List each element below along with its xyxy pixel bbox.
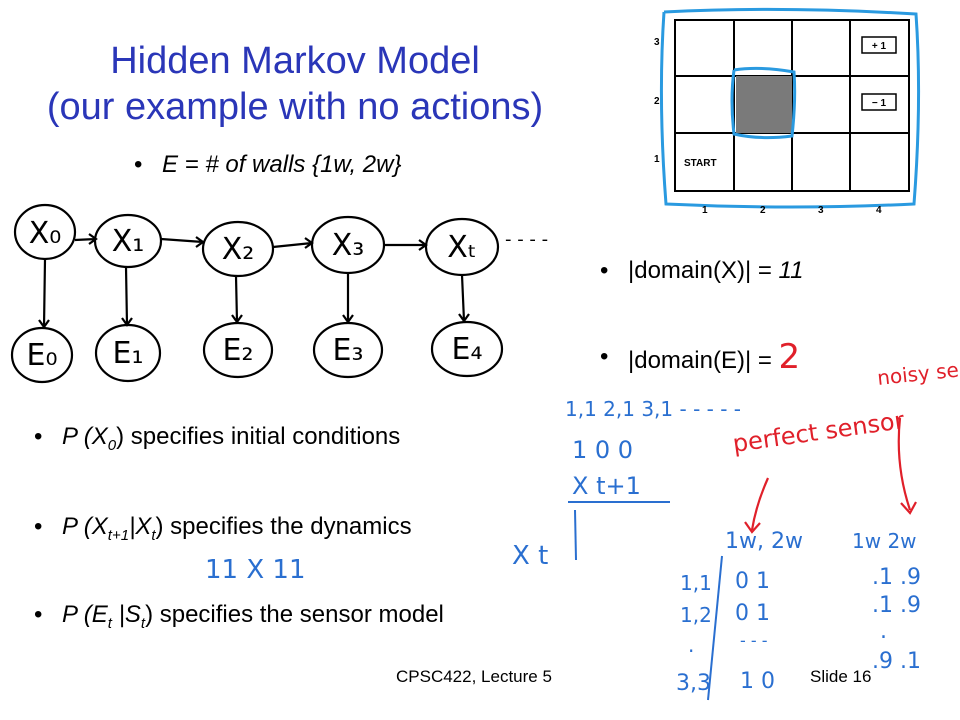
state-label-x1: X₁ bbox=[112, 224, 145, 259]
start-label: START bbox=[684, 158, 717, 169]
hmm-chain-diagram: X₀ X₁ X₂ X₃ Xₜ E₀ E₁ E₂ E₃ E₄ - - - - bbox=[10, 203, 548, 384]
wall-outline bbox=[730, 66, 797, 140]
row-label-1-1: 1,1 bbox=[680, 571, 712, 595]
b3-mid: |S bbox=[111, 601, 141, 628]
bullet-domain-e: • |domain(E)| = 2 bbox=[600, 337, 801, 377]
b1-suffix: ) specifies initial conditions bbox=[116, 423, 401, 450]
b1-prefix: P (X bbox=[62, 423, 108, 450]
perfect-row-2: 0 1 bbox=[735, 601, 770, 626]
domain-x-label: |domain(X)| = bbox=[628, 257, 779, 284]
bullet-evidence: • E = # of walls {1w, 2w} bbox=[134, 151, 402, 178]
b2-sub1: t+1 bbox=[107, 526, 130, 544]
plus-box bbox=[861, 36, 897, 54]
evidence-label-e2: E₂ bbox=[223, 333, 254, 368]
noisy-header: 1w 2w bbox=[852, 529, 917, 553]
evidence-label-e0: E₀ bbox=[27, 338, 58, 373]
row-label-3: 3 bbox=[654, 37, 660, 48]
chain-continuation: - - - - bbox=[505, 229, 548, 250]
bullet-initial-conditions: • P (X0) specifies initial conditions bbox=[34, 423, 401, 454]
noisy-row-1: .1 .9 bbox=[872, 565, 921, 590]
b3-sub1: t bbox=[107, 614, 112, 632]
b2-mid: |X bbox=[129, 513, 152, 540]
b2-sub2: t bbox=[151, 526, 156, 544]
evidence-node-e2 bbox=[202, 321, 274, 379]
evidence-node-e4 bbox=[430, 320, 504, 378]
title-line-2: (our example with no actions) bbox=[46, 86, 544, 128]
footer-slide-number: Slide 16 bbox=[810, 667, 872, 686]
evidence-label-e3: E₃ bbox=[333, 333, 364, 368]
row-label-2: 2 bbox=[654, 96, 660, 107]
noisy-row-3: . bbox=[880, 619, 887, 644]
domain-e-value: 2 bbox=[778, 337, 801, 377]
state-label-x0: X₀ bbox=[29, 216, 62, 251]
state-label-x2: X₂ bbox=[222, 232, 255, 267]
xt1-label: X t+1 bbox=[572, 472, 641, 500]
noisy-sensor-annotation: noisy sensor bbox=[876, 353, 960, 390]
b2-prefix: P (X bbox=[62, 513, 108, 540]
col-label-2: 2 bbox=[760, 205, 766, 216]
b2-suffix: ) specifies the dynamics bbox=[155, 513, 412, 540]
gridworld-figure: + 1 − 1 START 3 2 1 1 2 3 4 bbox=[654, 7, 921, 216]
state-node-x2 bbox=[201, 220, 275, 278]
footer-course: CPSC422, Lecture 5 bbox=[396, 667, 552, 686]
row-label-3-3: 3,3 bbox=[676, 671, 711, 696]
perfect-row-3: - - - bbox=[740, 631, 768, 650]
title-line-1: Hidden Markov Model bbox=[110, 40, 480, 82]
noisy-row-2: .1 .9 bbox=[872, 593, 921, 618]
perfect-sensor-annotation: perfect sensor bbox=[731, 406, 906, 458]
state-label-xt: Xₜ bbox=[447, 230, 476, 265]
evidence-node-e0 bbox=[10, 326, 74, 384]
minus-one-label: − 1 bbox=[872, 98, 887, 109]
bullet-sensor-model: • P (Et |St) specifies the sensor model bbox=[34, 601, 444, 632]
noisy-row-4: .9 .1 bbox=[872, 649, 921, 674]
dims-annotation: 11 X 11 bbox=[205, 555, 306, 585]
bullet-evidence-text: E = # of walls {1w, 2w} bbox=[162, 151, 402, 178]
row-label-1-2: 1,2 bbox=[680, 603, 712, 627]
col-label-1: 1 bbox=[702, 205, 708, 216]
state-row-annotation: 1,1 2,1 3,1 - - - - - bbox=[565, 397, 741, 421]
domain-x-value: 11 bbox=[778, 257, 804, 284]
domain-e-label: |domain(E)| = bbox=[628, 347, 779, 374]
state-row-values: 1 0 0 bbox=[572, 436, 633, 464]
perfect-row-1: 0 1 bbox=[735, 569, 770, 594]
b3-sub2: t bbox=[140, 614, 146, 632]
evidence-label-e4: E₄ bbox=[452, 332, 483, 367]
minus-box bbox=[861, 93, 897, 111]
evidence-label-e1: E₁ bbox=[113, 336, 144, 371]
b3-prefix: P (E bbox=[62, 601, 108, 628]
boundary-outline bbox=[659, 7, 921, 209]
b1-sub: 0 bbox=[107, 436, 117, 454]
b3-suffix: ) specifies the sensor model bbox=[145, 601, 444, 628]
row-label-dot: . bbox=[688, 633, 694, 657]
wall-cell bbox=[736, 76, 792, 133]
perfect-header: 1w, 2w bbox=[725, 529, 803, 554]
row-label-1: 1 bbox=[654, 154, 660, 165]
state-label-x3: X₃ bbox=[332, 228, 365, 263]
col-label-4: 4 bbox=[876, 205, 882, 216]
perfect-row-4: 1 0 bbox=[740, 669, 775, 694]
col-label-3: 3 bbox=[818, 205, 824, 216]
bullet-dynamics: • P (Xt+1|Xt) specifies the dynamics bbox=[34, 513, 412, 544]
slide-title: Hidden Markov Model (our example with no… bbox=[0, 38, 590, 130]
xt-label: X t bbox=[512, 541, 548, 571]
bullet-domain-x: • |domain(X)| = 11 bbox=[600, 257, 804, 284]
plus-one-label: + 1 bbox=[872, 41, 887, 52]
